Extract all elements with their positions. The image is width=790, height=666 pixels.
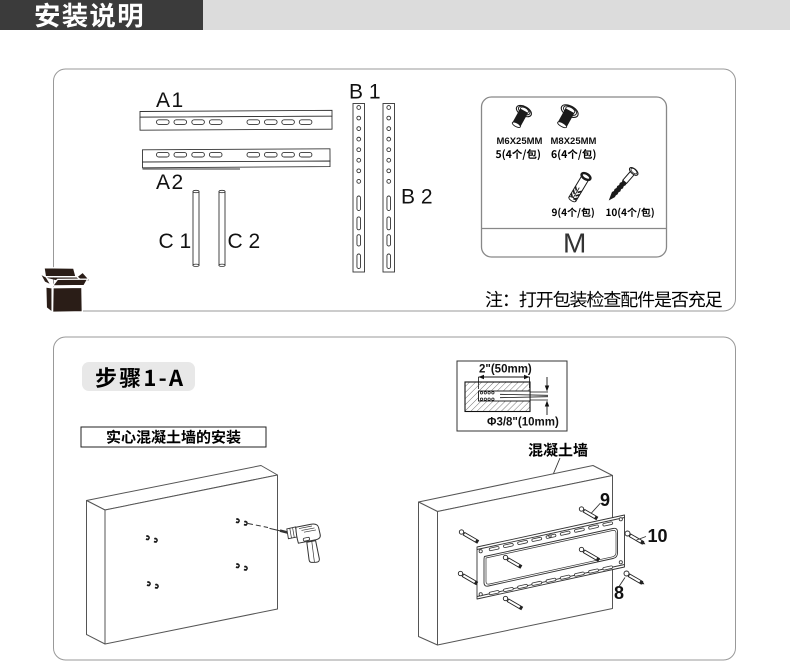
- svg-text:8: 8: [614, 583, 624, 603]
- svg-text:B 1: B 1: [349, 81, 381, 104]
- svg-text:B 2: B 2: [401, 186, 433, 209]
- svg-text:C 1: C 1: [159, 230, 192, 253]
- svg-text:10: 10: [648, 526, 668, 546]
- svg-text:M: M: [563, 228, 586, 259]
- svg-text:A2: A2: [156, 171, 185, 194]
- svg-text:C 2: C 2: [228, 230, 261, 253]
- svg-text:M6X25MM: M6X25MM: [497, 136, 543, 147]
- svg-text:A1: A1: [156, 89, 185, 112]
- svg-text:M8X25MM: M8X25MM: [551, 136, 597, 147]
- svg-text:2"(50mm): 2"(50mm): [479, 364, 532, 376]
- svg-text:9: 9: [600, 490, 610, 510]
- svg-text:Φ3/8"(10mm): Φ3/8"(10mm): [487, 417, 559, 429]
